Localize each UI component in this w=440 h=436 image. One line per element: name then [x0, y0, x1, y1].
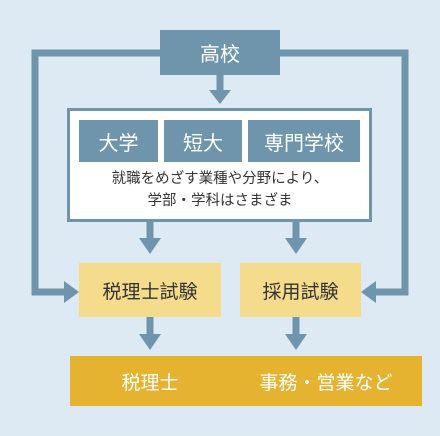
- group-note: 就職をめざす業種や分野により、 学部・学科はさまざま: [0, 168, 440, 212]
- arrowhead: [361, 281, 376, 303]
- arrowhead: [64, 281, 79, 303]
- arrowhead: [285, 334, 307, 350]
- node-tax-accountant-exam: 税理士試験: [79, 263, 221, 317]
- group-note-line1: 就職をめざす業種や分野により、: [111, 171, 329, 187]
- node-employment-exam: 採用試験: [240, 263, 361, 317]
- node-junior-college: 短大: [164, 120, 242, 162]
- node-vocational-school: 専門学校: [248, 120, 360, 162]
- node-tax-accountant: 税理士: [70, 356, 230, 406]
- node-university: 大学: [79, 120, 158, 162]
- group-note-line2: 学部・学科はさまざま: [147, 193, 293, 209]
- arrowhead: [209, 90, 231, 104]
- arrowhead: [139, 334, 161, 350]
- node-office-sales: 事務・営業など: [230, 356, 422, 406]
- arrow-highschool-to-employment-exam: [280, 49, 409, 296]
- arrowhead: [139, 238, 161, 254]
- node-high-school: 高校: [160, 30, 280, 75]
- arrowhead: [285, 238, 307, 254]
- arrow-highschool-to-tax-exam: [31, 49, 160, 296]
